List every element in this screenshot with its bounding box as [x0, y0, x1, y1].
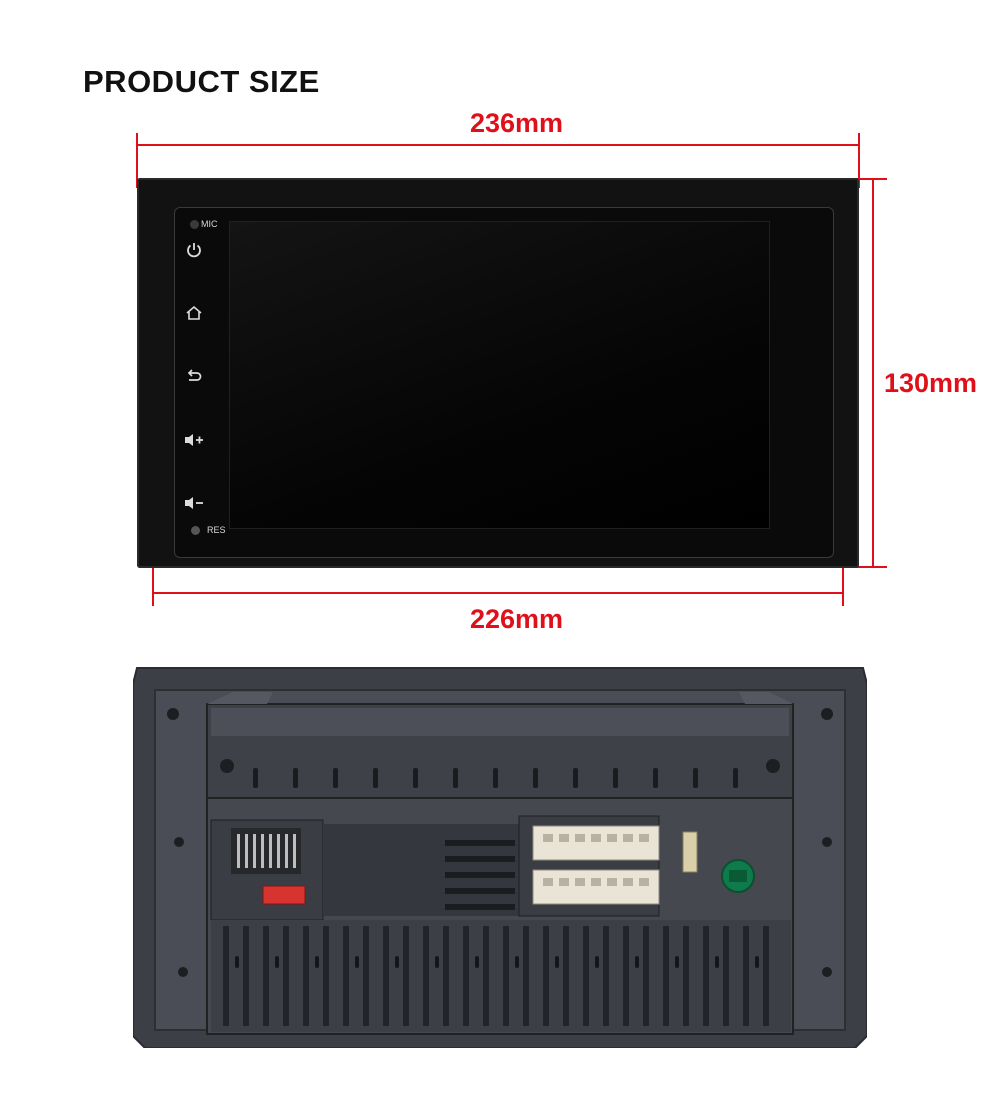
volume-down-icon[interactable] [183, 492, 205, 514]
top-dimension-right-tick [858, 133, 860, 188]
bottom-dimension-label: 226mm [470, 604, 564, 634]
right-dimension-line [872, 178, 874, 568]
top-dimension-label: 236mm [470, 108, 564, 138]
power-icon[interactable] [183, 239, 205, 261]
bottom-dimension-line [152, 592, 843, 594]
back-icon[interactable] [183, 365, 205, 387]
right-dimension-bottom-tick [832, 566, 887, 568]
right-dimension-label: 130mm [884, 368, 978, 398]
bottom-dimension-left-tick [152, 556, 154, 606]
right-dimension-top-tick [832, 178, 887, 180]
home-icon[interactable] [183, 302, 205, 324]
reset-button[interactable] [191, 526, 200, 535]
top-dimension-left-tick [136, 133, 138, 188]
page-title: PRODUCT SIZE [83, 64, 320, 99]
top-dimension-line [137, 144, 859, 146]
volume-up-icon[interactable] [183, 429, 205, 451]
head-unit-rear-view [133, 667, 867, 1048]
mic-label: MIC [201, 219, 218, 229]
mic-indicator [190, 220, 199, 229]
touch-screen[interactable] [229, 221, 770, 529]
bottom-dimension-right-tick [842, 556, 844, 606]
res-label: RES [207, 525, 226, 535]
